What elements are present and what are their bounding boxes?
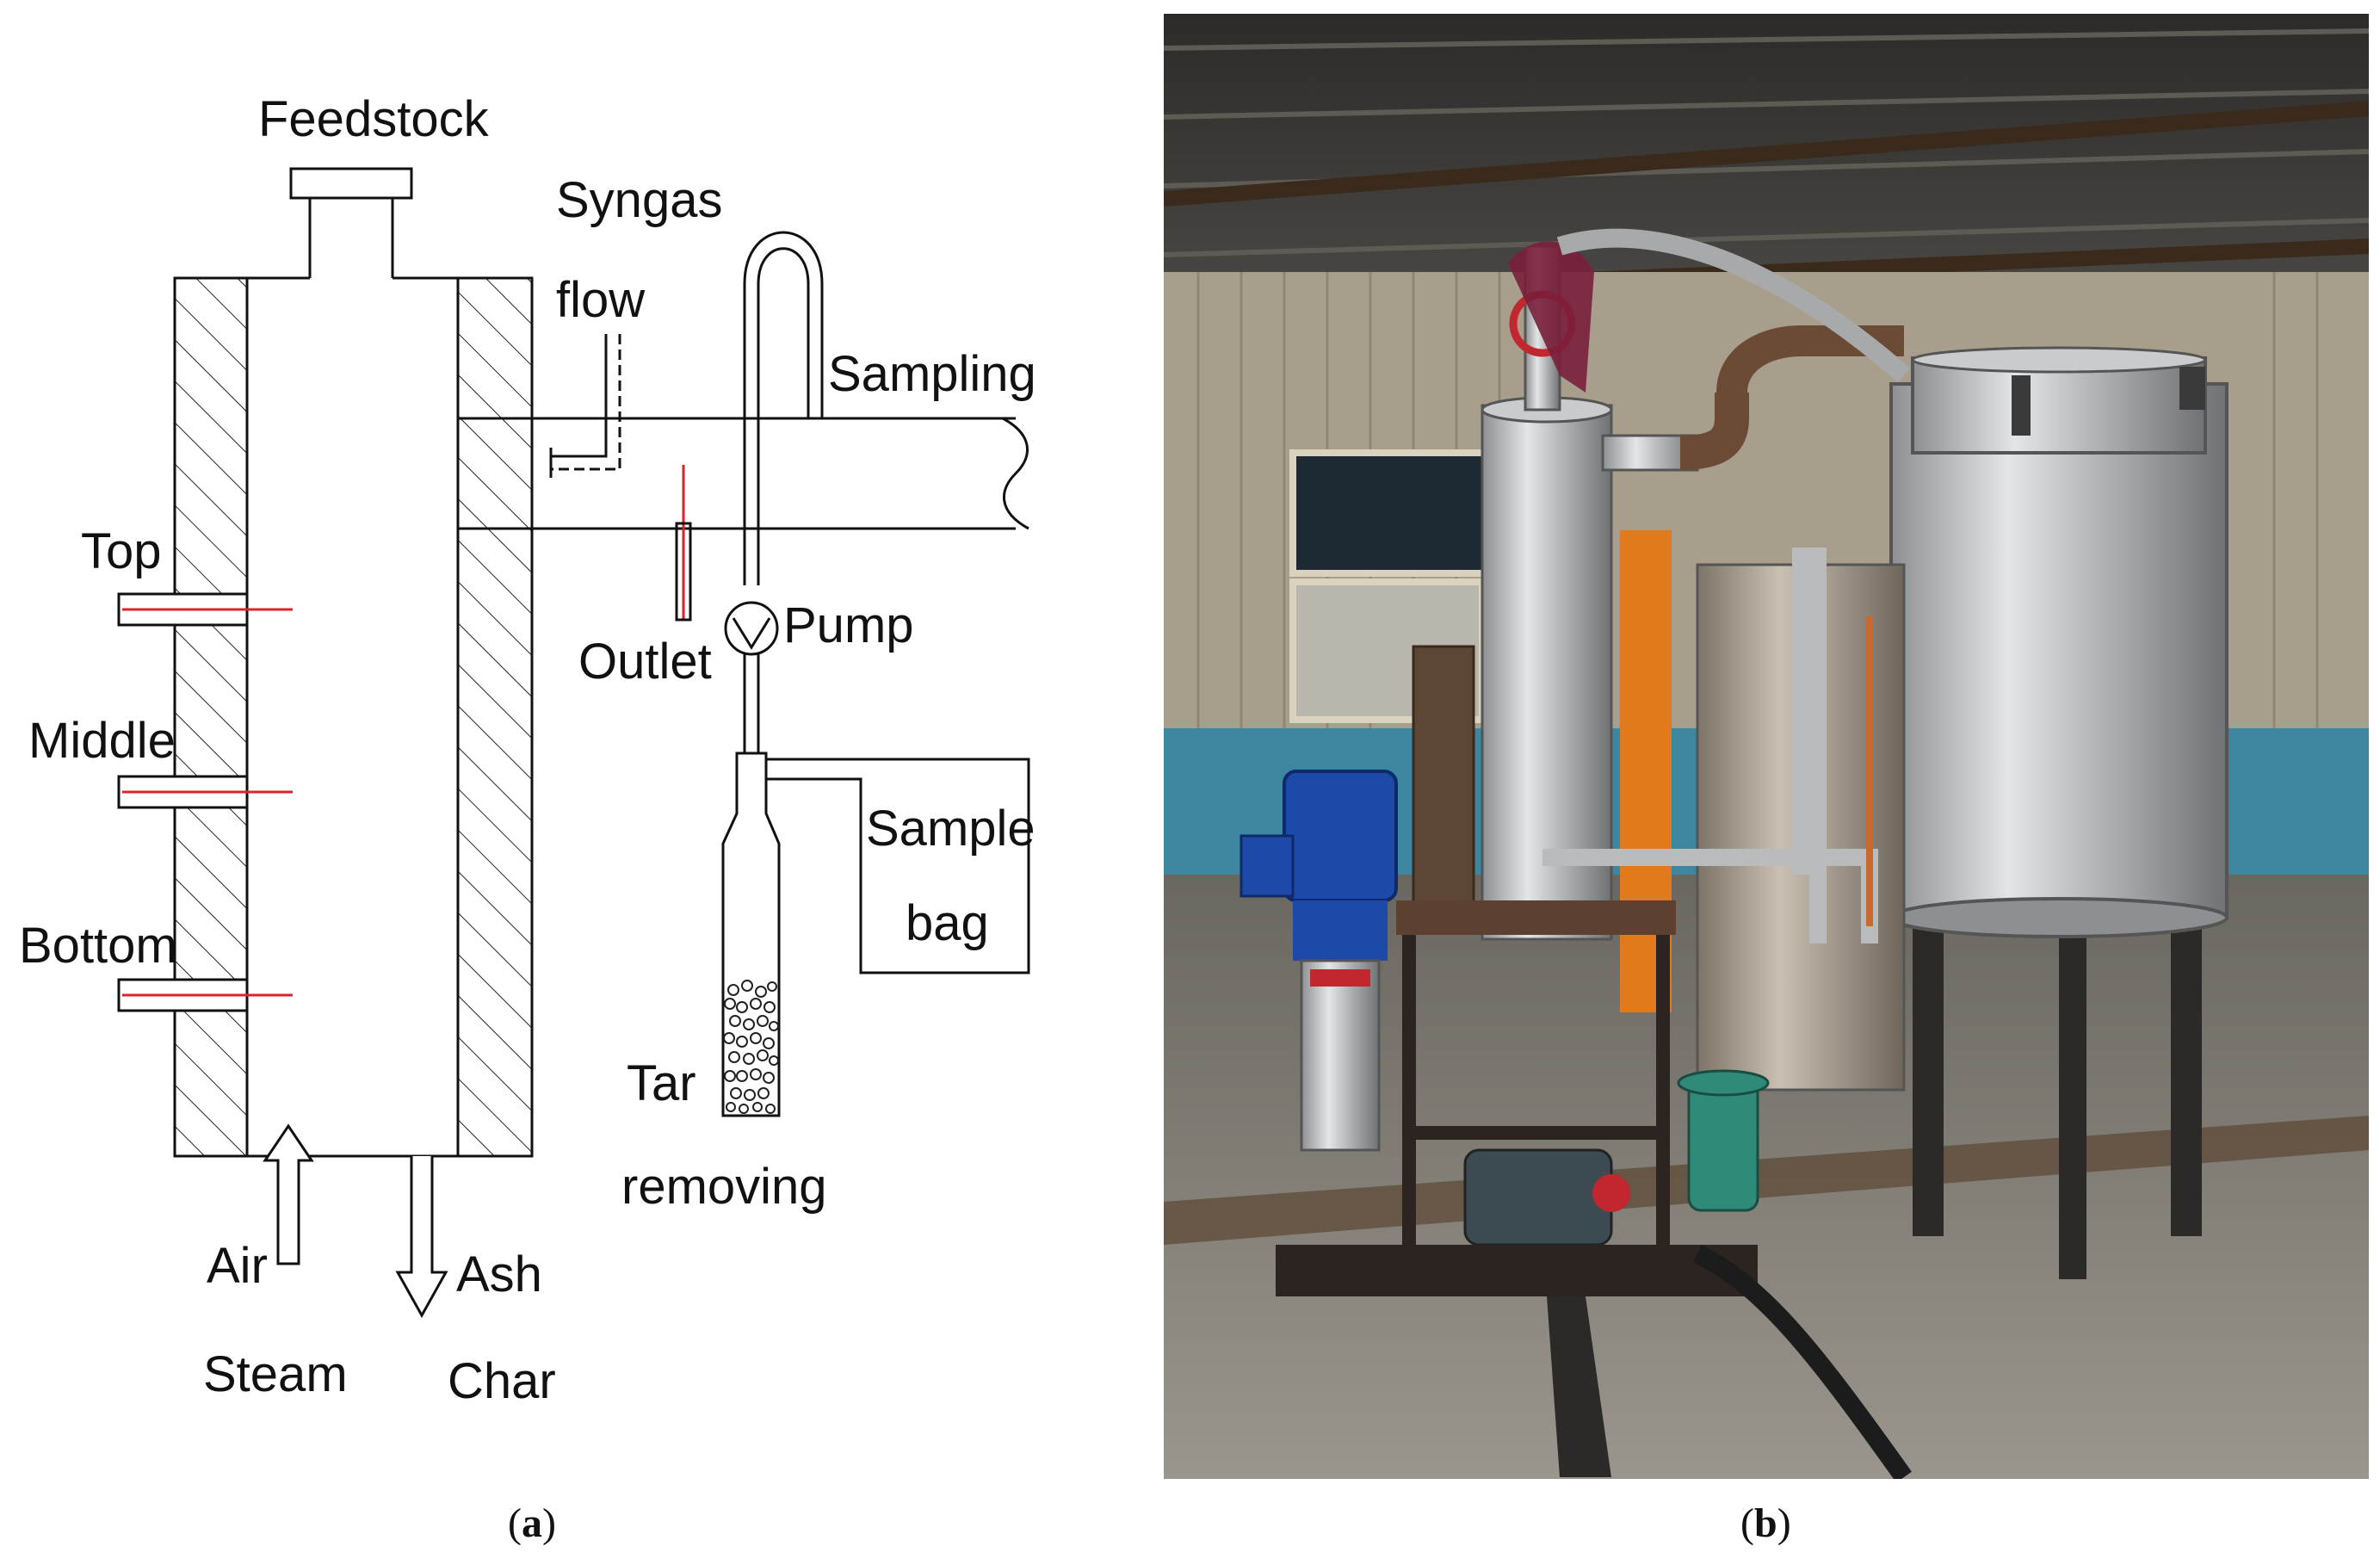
reactor-right-wall — [456, 276, 534, 1158]
pump-stand — [1396, 900, 1676, 1245]
label-middle: Middle — [28, 713, 176, 769]
caption-b: (b) — [1740, 1500, 1791, 1546]
label-flow: flow — [556, 272, 646, 328]
thermocouple-outlet — [675, 465, 692, 622]
sample-bag — [766, 758, 1030, 974]
syngas-flow-arrow — [549, 334, 621, 478]
cyclone-column — [1481, 228, 1911, 941]
feedstock-inlet — [289, 167, 413, 278]
reactor-body — [173, 276, 534, 1158]
label-removing: removing — [621, 1159, 827, 1215]
flex-hose — [1556, 228, 1911, 383]
thermocouple-middle — [117, 775, 293, 809]
label-char: Char — [448, 1353, 556, 1409]
label-sampling: Sampling — [828, 346, 1036, 402]
sampling-line — [743, 231, 831, 585]
pump-icon — [724, 601, 779, 753]
label-bottom: Bottom — [19, 918, 177, 974]
label-outlet: Outlet — [578, 634, 712, 690]
thermocouple-top — [117, 592, 293, 627]
gasifier-schematic: Feedstock Syngas flow Sampling Top Middl… — [19, 91, 1036, 1409]
label-tar: Tar — [627, 1055, 696, 1111]
label-steam: Steam — [203, 1346, 348, 1402]
air-steam-inlet-arrow — [263, 1123, 314, 1265]
blue-pump — [1239, 770, 1398, 1152]
reactor-left-wall — [173, 276, 249, 1158]
gasifier-photo — [1164, 14, 2369, 1479]
label-air: Air — [207, 1238, 268, 1294]
label-pump: Pump — [783, 597, 914, 653]
label-feedstock: Feedstock — [258, 91, 490, 147]
label-top: Top — [81, 523, 162, 579]
syngas-outlet-pipe — [458, 417, 1029, 530]
thermocouple-bottom — [117, 978, 293, 1012]
vacuum-motor — [1463, 1148, 1630, 1246]
cloth-rag — [1508, 241, 1594, 393]
label-sample: Sample — [866, 801, 1035, 857]
green-filter — [1677, 1069, 1770, 1212]
main-gasifier-tank — [1889, 346, 2229, 1279]
label-syngas: Syngas — [556, 172, 722, 228]
small-brown-column — [1412, 645, 1475, 924]
caption-a: (a) — [508, 1500, 556, 1546]
black-hose — [1693, 1245, 1912, 1479]
label-ash: Ash — [456, 1246, 542, 1302]
tar-removing-tube — [721, 752, 781, 1117]
label-bag: bag — [906, 895, 989, 951]
ash-char-outlet-arrow — [395, 1156, 448, 1319]
base-skid — [1276, 1245, 1758, 1296]
